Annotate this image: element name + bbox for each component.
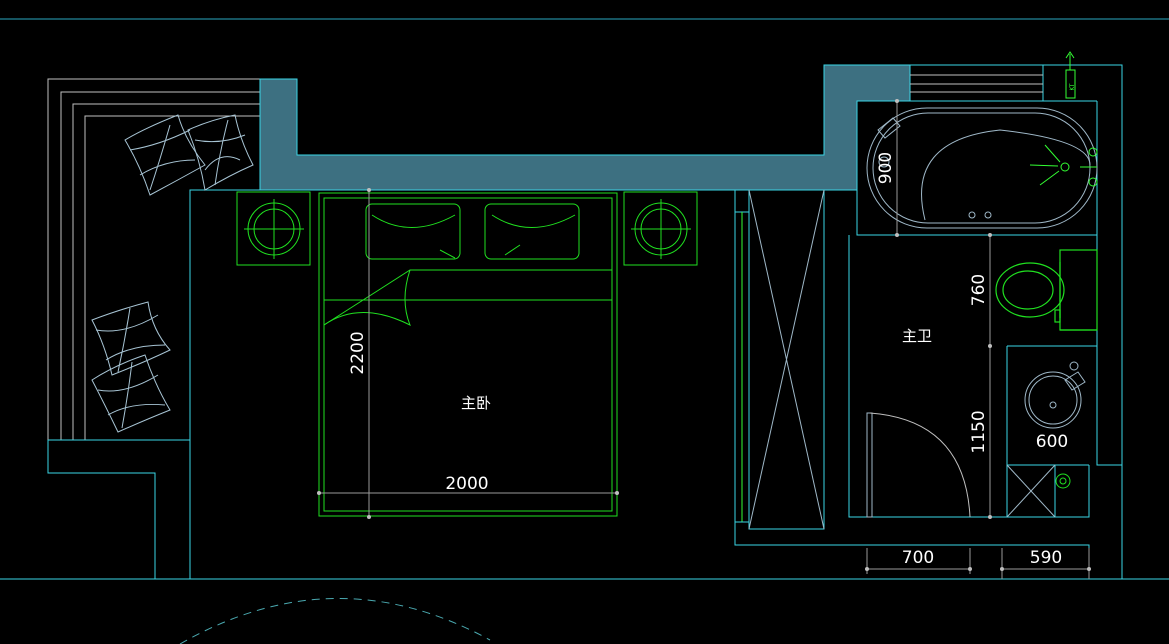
wardrobe (735, 189, 825, 530)
bathtub-faucet-icon (1029, 144, 1098, 187)
basin-dimension: 600 (1036, 432, 1068, 452)
bathtub (866, 107, 1098, 229)
riser-pipe-icon: KT (1065, 51, 1076, 99)
shower-width-dimension: 590 (1030, 548, 1062, 568)
wall-top (259, 64, 911, 191)
window-lines-top-right (910, 74, 1043, 93)
bed (318, 192, 618, 517)
bay-window-walls (47, 189, 260, 579)
dimension-lines (319, 101, 1090, 579)
nightstand-right (623, 191, 698, 266)
toilet-dimension: 760 (969, 274, 989, 306)
toilet (995, 249, 1098, 331)
bed-length-dimension: 2200 (348, 331, 368, 374)
bathtub-dimension: 900 (876, 152, 896, 184)
master-bedroom-label: 主卧 (461, 394, 491, 412)
basin (1024, 361, 1086, 429)
riser-label: KT (1069, 83, 1076, 90)
bathroom-door (866, 412, 971, 518)
master-bath-label: 主卫 (902, 327, 932, 345)
dashed-door-swing-arc (179, 598, 491, 644)
bed-width-dimension: 2000 (445, 474, 488, 494)
shower-floor-drain (1006, 464, 1071, 518)
bath-depth-dimension: 1150 (969, 410, 989, 453)
dimension-ticks (317, 99, 1091, 571)
bay-window (47, 78, 260, 440)
nightstand-left (236, 191, 311, 266)
cushion-icon (124, 114, 254, 196)
door-width-dimension: 700 (902, 548, 934, 568)
cushion-icon (91, 301, 171, 433)
bathroom-walls (734, 64, 1123, 579)
